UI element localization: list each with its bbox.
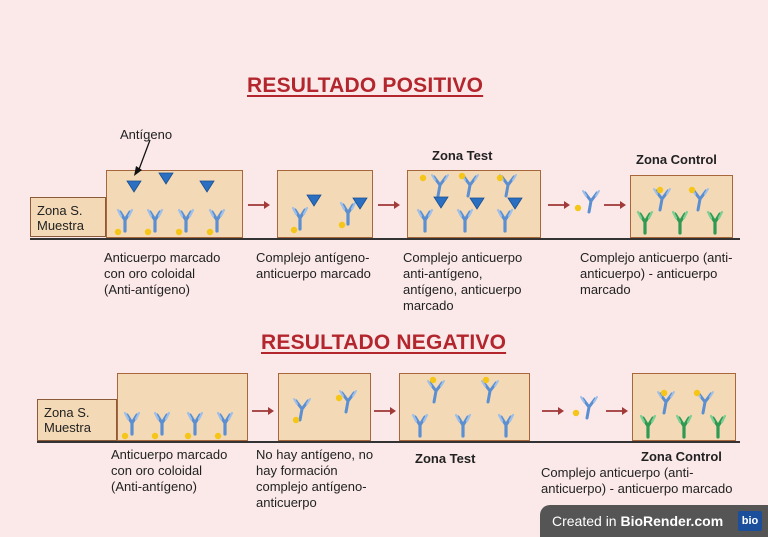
positive-sample-zone-label: Zona S. Muestra	[30, 197, 106, 237]
negative-control-pad	[632, 373, 736, 441]
positive-caption-2: Complejo antígeno- anticuerpo marcado	[256, 250, 371, 281]
biorender-watermark[interactable]: Created in BioRender.com bio	[540, 505, 768, 537]
flow-arrow-icon	[603, 200, 627, 210]
flow-arrow-icon	[373, 406, 397, 416]
positive-strip-baseline	[30, 238, 740, 240]
flow-arrow-icon	[377, 200, 401, 210]
negative-caption-1: Anticuerpo marcado con oro coloidal (Ant…	[111, 447, 228, 494]
negative-sample-zone-label: Zona S. Muestra	[37, 399, 117, 441]
flow-arrow-icon	[251, 406, 275, 416]
negative-conjugate-pad	[278, 373, 371, 441]
negative-zone-control-label: Zona Control	[641, 449, 722, 464]
positive-control-pad	[630, 175, 733, 238]
positive-zone-control-label: Zona Control	[636, 152, 717, 167]
negative-strip-baseline	[37, 441, 740, 443]
negative-caption-2: No hay antígeno, no hay formación comple…	[256, 447, 374, 510]
positive-zone-test-label: Zona Test	[432, 148, 493, 163]
free-labeled-antibody-icon	[572, 395, 599, 420]
flow-arrow-icon	[247, 200, 271, 210]
negative-test-pad	[399, 373, 530, 441]
flow-arrow-icon	[547, 200, 571, 210]
positive-title: RESULTADO POSITIVO	[247, 74, 484, 97]
negative-title: RESULTADO NEGATIVO	[261, 331, 507, 354]
watermark-prefix: Created in	[552, 513, 621, 529]
negative-sample-pad	[117, 373, 248, 441]
positive-sample-pad	[106, 170, 243, 238]
free-labeled-antibody-icon	[574, 189, 601, 214]
negative-zone-test-label: Zona Test	[415, 451, 476, 466]
watermark-brand: BioRender.com	[620, 513, 724, 529]
positive-caption-4: Complejo anticuerpo (anti- anticuerpo) -…	[580, 250, 733, 297]
positive-caption-1: Anticuerpo marcado con oro coloidal (Ant…	[104, 250, 221, 297]
biorender-logo-icon: bio	[738, 511, 762, 531]
positive-test-pad	[407, 170, 541, 238]
positive-caption-3: Complejo anticuerpo anti-antígeno, antíg…	[403, 250, 523, 313]
flow-arrow-icon	[605, 406, 629, 416]
antigen-label: Antígeno	[120, 127, 173, 142]
flow-arrow-icon	[541, 406, 565, 416]
negative-caption-3: Complejo anticuerpo (anti- anticuerpo) -…	[541, 465, 733, 496]
positive-conjugate-pad	[277, 170, 373, 238]
